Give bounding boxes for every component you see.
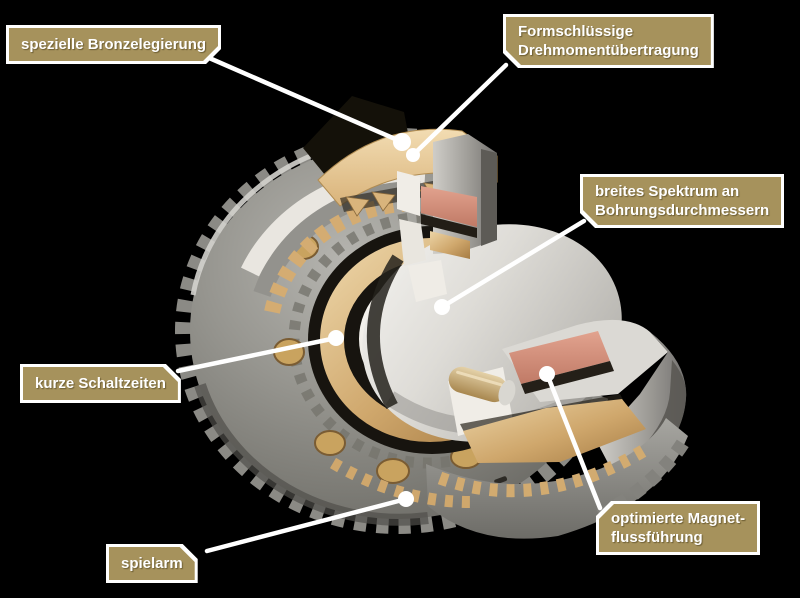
label-torque: Formschlüssige Drehmomentübertragung [503,14,714,68]
leader-line-magnet-flux [544,371,603,511]
label-text: breites Spektrum an [595,183,740,200]
field-hub [397,134,497,302]
label-text: spielarm [121,555,183,572]
armature-assembly [329,319,693,539]
leader-dot-low-backlash [398,491,414,507]
leader-lines [175,54,603,554]
label-low-backlash: spielarm [106,544,198,583]
label-text: Formschlüssige [518,23,634,40]
label-switching-time: kurze Schaltzeiten [20,364,181,403]
leader-line-torque [410,62,509,158]
label-magnet-flux: optimierte Magnet- flussführung [596,501,761,555]
leader-dot-switching-time [328,330,344,346]
label-text: Drehmomentübertragung [518,42,699,59]
label-text: optimierte Magnet- [611,510,746,527]
label-text: spezielle Bronzelegierung [21,36,207,53]
label-text: kurze Schaltzeiten [35,375,166,392]
leader-dot-bronze-alloy [393,133,411,151]
bearing-pin [448,366,516,406]
leader-dot-torque [406,148,420,162]
label-text: flussführung [611,529,703,546]
leader-dots [328,133,555,507]
leader-line-bore-spectrum [439,218,587,310]
leader-line-switching-time [175,335,339,374]
label-bronze-alloy: spezielle Bronzelegierung [6,25,221,64]
label-bore-spectrum: breites Spektrum an Bohrungsdurchmessern [580,174,784,228]
leader-dot-bore-spectrum [434,299,450,315]
leader-dot-magnet-flux [539,366,555,382]
leader-line-low-backlash [204,496,409,554]
label-text: Bohrungsdurchmessern [595,202,770,219]
leader-line-bronze-alloy [204,54,405,145]
